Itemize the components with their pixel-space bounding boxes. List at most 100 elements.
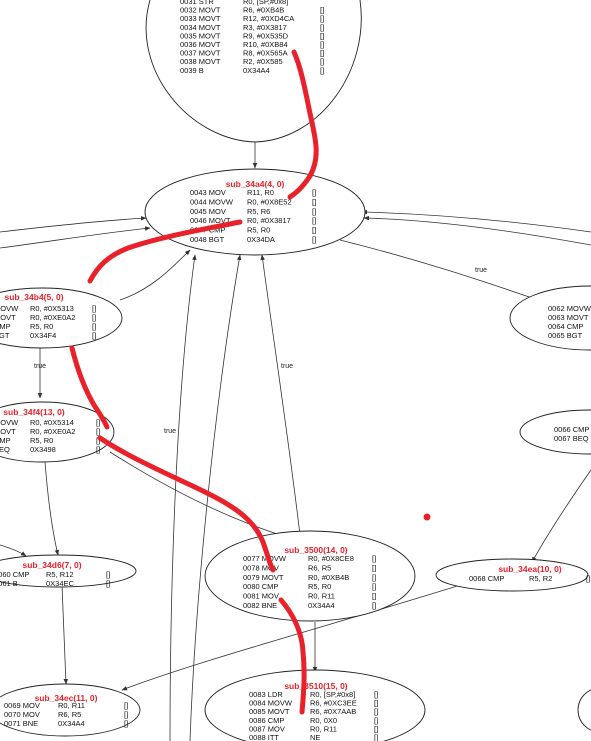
edge-left-in-3 (0, 544, 27, 557)
instruction-op: 0031 STR (180, 0, 214, 6)
instruction-op: 0065 BGT (548, 331, 583, 340)
highlight-stroke-4 (97, 435, 276, 573)
edge-left-in-2 (0, 226, 151, 249)
instruction-refs: [] (374, 690, 378, 699)
instruction-operands: R12, #0XD4CA (243, 14, 294, 23)
instruction-op: MOVT (0, 427, 16, 436)
instruction-op: 0084 MOVW (249, 699, 293, 708)
instruction-operands: R0, #0X8E52 (247, 197, 292, 206)
instruction-op: 0083 LDR (249, 690, 283, 699)
instruction-operands: 0X3498 (30, 445, 56, 454)
node-3500-shape[interactable] (204, 530, 416, 622)
instruction-op: 0061 B (0, 579, 18, 588)
node-34f4-shape[interactable] (0, 401, 115, 463)
instruction-refs: [] (312, 207, 316, 216)
instruction-op: CMP (0, 322, 11, 331)
instruction-op: 0080 CMP (243, 582, 278, 591)
instruction-op: 0048 BGT (190, 235, 225, 244)
edge-3500-to-34a4 (260, 254, 301, 536)
instruction-operands: R5, R12 (46, 570, 74, 579)
instruction-refs: [] (374, 716, 378, 725)
node-34ea-shape[interactable] (435, 558, 589, 592)
instruction-refs: [] (106, 570, 110, 579)
instruction-operands: R8, #0X565A (243, 49, 288, 58)
instruction-refs: [] (374, 733, 378, 741)
instruction-refs: [] (320, 40, 324, 49)
instruction-refs: [] (92, 331, 96, 340)
edge-34d6-to-34ec (61, 584, 69, 685)
instruction-operands: 0X34A4 (308, 601, 335, 610)
node-right3-shape (577, 689, 591, 731)
instruction-refs: [] (124, 701, 128, 710)
instruction-op: 0086 CMP (249, 716, 284, 725)
instruction-refs: [] (372, 601, 376, 610)
edge-label: true (475, 267, 487, 274)
instruction-refs: [] (124, 710, 128, 719)
highlight-stroke-3 (69, 345, 110, 430)
instruction-op: 0078 MOV (243, 563, 279, 572)
edge-label: true (281, 363, 293, 370)
node-right2-shape[interactable] (519, 409, 591, 455)
instruction-operands: R0, [SP,#0x8] (310, 690, 355, 699)
instruction-operands: R0, #0XB4B (308, 573, 349, 582)
instruction-operands: 0X34A4 (58, 719, 85, 728)
instruction-refs: [] (96, 445, 100, 454)
instruction-refs: [] (312, 197, 316, 206)
instruction-op: 0064 CMP (548, 322, 583, 331)
instruction-refs: [] (320, 49, 324, 58)
node-34b4-shape[interactable] (0, 287, 123, 349)
edge-label: true (34, 363, 46, 370)
instruction-refs: [] (320, 31, 324, 40)
edge-labels: true true true true (34, 267, 487, 435)
instruction-op: 0044 MOVW (190, 197, 234, 206)
node-3510-shape[interactable] (204, 669, 426, 741)
instruction-op: 0045 MOV (190, 207, 226, 216)
instruction-operands: R6, R5 (308, 563, 331, 572)
edge-34f4-to-34d6 (44, 461, 60, 556)
instruction-op: 0060 CMP (0, 570, 29, 579)
instruction-operands: R0, R11 (308, 592, 335, 601)
node-34d6-shape[interactable] (0, 554, 137, 588)
instruction-op: 0038 MOVT (180, 57, 221, 66)
instruction-op: 0068 CMP (469, 574, 504, 583)
instruction-op: 0035 MOVT (180, 31, 221, 40)
instruction-operands: 0X34A4 (243, 66, 270, 75)
node-34a4-shape[interactable] (144, 168, 366, 256)
node-3500-title: sub_3500(14, 0) (284, 545, 347, 555)
node-34ec-shape[interactable] (0, 683, 141, 737)
instruction-refs: [] (374, 724, 378, 733)
instruction-operands: R6, R5 (58, 710, 81, 719)
instruction-op: 0039 B (180, 66, 204, 75)
instruction-op: 0034 MOVT (180, 23, 221, 32)
instruction-operands: R0, #0XE0A2 (30, 427, 75, 436)
instruction-operands: R5, R2 (529, 574, 552, 583)
edge-34ea-to-34ec (121, 581, 471, 691)
edge-34f4-to-3500 (109, 451, 291, 539)
instruction-refs: [] (372, 563, 376, 572)
edges (0, 140, 591, 741)
instruction-operands: R2, #0X585 (243, 57, 283, 66)
instruction-operands: R6, #0XC3EE (310, 699, 357, 708)
node-titles: sub_34a4(4, 0) sub_34b4(5, 0) sub_34f4(1… (3, 179, 562, 703)
instruction-op: MOVT (0, 313, 16, 322)
instruction-refs: [] (312, 226, 316, 235)
edge-right-in-1 (361, 209, 591, 233)
instruction-refs: [] (586, 574, 590, 583)
instruction-operands: R9, #0X535D (243, 31, 289, 40)
instruction-operands: R0, #0X5313 (30, 304, 74, 313)
instruction-operands: R0, R11 (310, 724, 337, 733)
instruction-refs: [] (312, 216, 316, 225)
node-34b4-title: sub_34b4(5, 0) (4, 292, 63, 302)
edge-long-up-2 (189, 254, 242, 741)
node-3510-title: sub_3510(15, 0) (284, 681, 347, 691)
instruction-refs: [] (374, 707, 378, 716)
instruction-operands: R0, 0X0 (310, 716, 337, 725)
edge-long-up-1 (169, 254, 197, 741)
node-right1-shape[interactable] (509, 285, 591, 351)
instruction-refs: [] (372, 573, 376, 582)
